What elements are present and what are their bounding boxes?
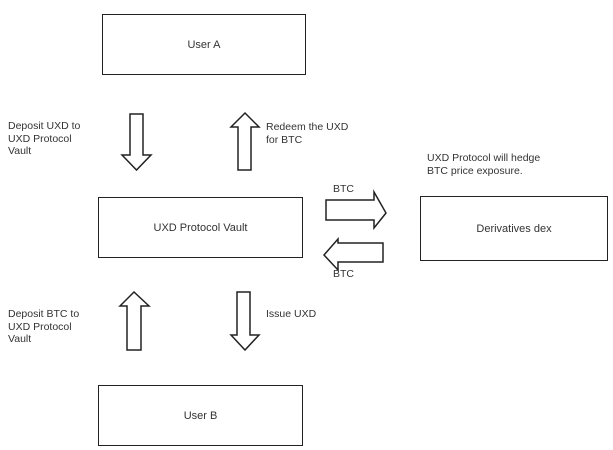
label-btc-out: BTC <box>333 183 354 195</box>
node-vault: UXD Protocol Vault <box>98 197 303 258</box>
label-redeem: Redeem the UXD for BTC <box>266 121 349 146</box>
arrow-left-btc-in <box>322 237 384 272</box>
label-deposit-btc: Deposit BTC to UXD Protocol Vault <box>8 308 80 345</box>
node-user-a: User A <box>102 14 306 75</box>
label-hedge-note: UXD Protocol will hedge BTC price exposu… <box>427 152 541 177</box>
node-user-a-label: User A <box>187 38 221 51</box>
node-dex-label: Derivatives dex <box>476 222 552 235</box>
label-issue-uxd: Issue UXD <box>266 308 317 320</box>
arrow-down-deposit-uxd <box>120 113 153 172</box>
node-user-b-label: User B <box>183 409 218 422</box>
arrow-right-btc-out <box>325 189 387 231</box>
node-vault-label: UXD Protocol Vault <box>153 221 248 234</box>
label-deposit-uxd: Deposit UXD to UXD Protocol Vault <box>8 120 81 157</box>
node-derivatives-dex: Derivatives dex <box>420 196 608 261</box>
label-btc-in: BTC <box>333 268 354 280</box>
arrow-up-deposit-btc <box>118 290 151 351</box>
node-user-b: User B <box>98 385 303 446</box>
arrow-down-issue-uxd <box>229 291 261 352</box>
arrow-up-redeem <box>229 111 261 171</box>
